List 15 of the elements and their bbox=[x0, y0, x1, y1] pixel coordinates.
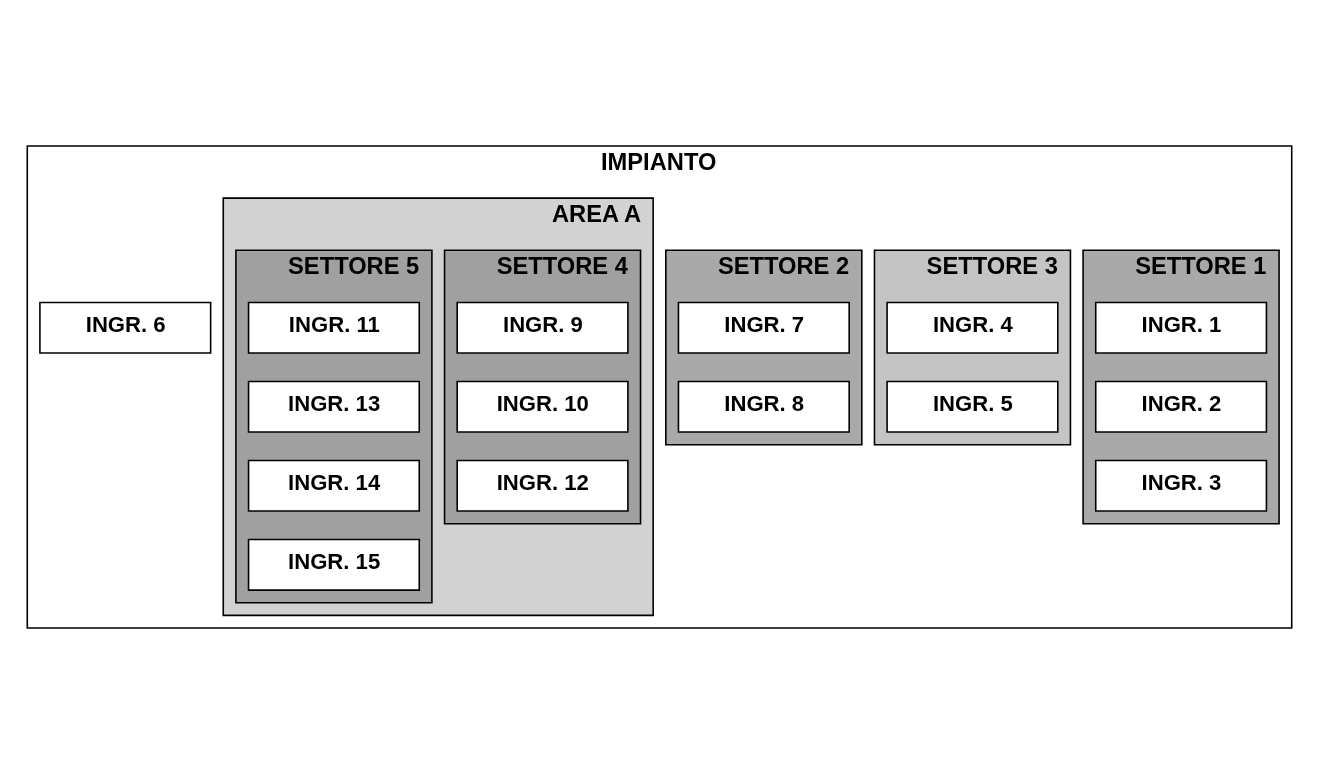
node-box: INGR. 7 bbox=[677, 301, 850, 354]
node-box: INGR. 4 bbox=[886, 301, 1059, 354]
node-box: INGR. 1 bbox=[1094, 301, 1268, 354]
node-box: INGR. 5 bbox=[886, 380, 1059, 433]
node-box: INGR. 10 bbox=[456, 380, 629, 433]
node-box: INGR. 3 bbox=[1094, 459, 1268, 512]
node-box: INGR. 6 bbox=[39, 301, 212, 354]
node-box: INGR. 12 bbox=[456, 459, 629, 512]
node-box: INGR. 15 bbox=[247, 538, 421, 591]
node-box: INGR. 11 bbox=[247, 301, 421, 354]
node-box: INGR. 13 bbox=[247, 380, 421, 433]
node-box: INGR. 9 bbox=[456, 301, 629, 354]
node-box: INGR. 14 bbox=[247, 459, 421, 512]
node-box: INGR. 2 bbox=[1094, 380, 1268, 433]
node-box: INGR. 8 bbox=[677, 380, 850, 433]
